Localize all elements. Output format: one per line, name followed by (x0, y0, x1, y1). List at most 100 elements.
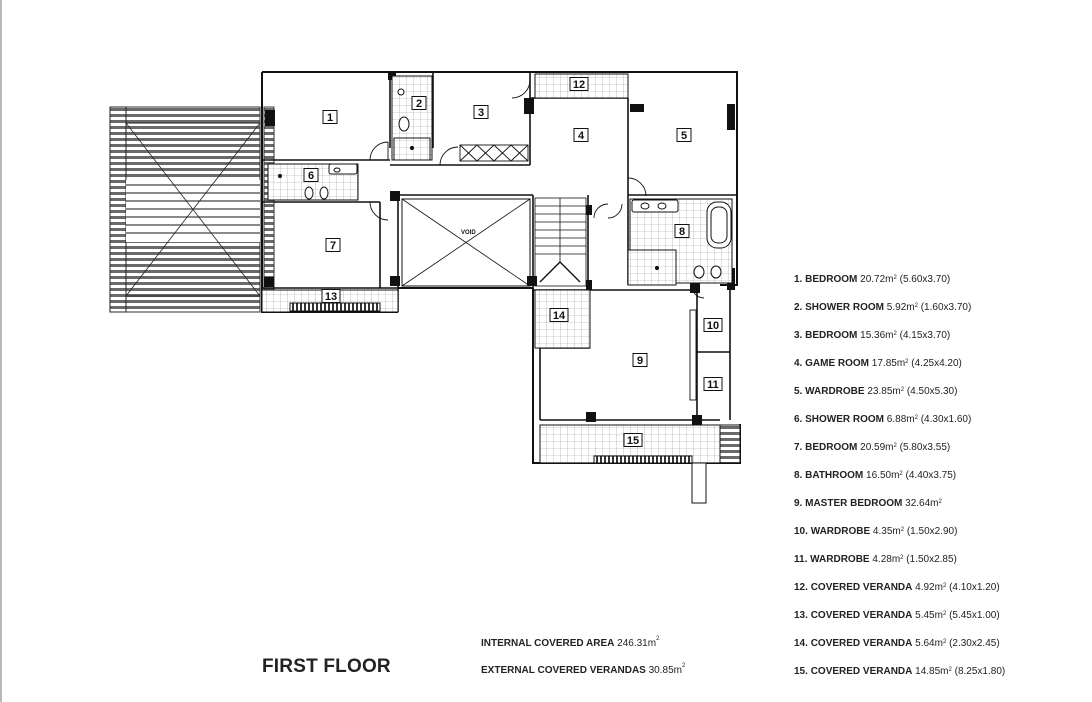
legend-dimensions: (8.25x1.80) (954, 666, 1006, 677)
room-label-box (623, 433, 643, 447)
legend-room-name: COVERED VERANDA (810, 638, 913, 649)
legend-area-unit: 2 (900, 555, 904, 561)
room-number-4: 4 (578, 130, 585, 142)
legend-dimensions: (5.60x3.70) (899, 274, 951, 285)
legend-item: 8. BATHROOM 16.50m2 (4.40x3.75) (794, 469, 1005, 497)
room-number-9: 9 (637, 355, 643, 367)
legend-area-unit: 2 (900, 527, 905, 533)
legend-number: 8. (794, 470, 803, 481)
legend-area-unit: 2 (942, 583, 947, 589)
external-area: EXTERNAL COVERED VERANDAS 30.85m2 (481, 663, 686, 676)
legend-area-unit: 2 (899, 471, 903, 477)
room-number-14: 14 (553, 310, 566, 322)
room-number-1: 1 (327, 112, 333, 124)
void-area: VOID (401, 198, 531, 287)
room-label-box (674, 224, 690, 238)
legend-dimensions: (4.30x1.60) (920, 414, 972, 425)
legend-number: 14. (794, 638, 808, 649)
legend-dimensions: (4.50x5.30) (906, 386, 958, 397)
room-label-box (321, 289, 341, 303)
legend-area-unit: 2 (938, 499, 942, 505)
legend-area-unit: 2 (914, 415, 918, 421)
legend-item: 6. SHOWER ROOM 6.88m2 (4.30x1.60) (794, 413, 1005, 441)
legend-dimensions: (4.10x1.20) (949, 582, 1000, 593)
room-label-box (325, 238, 341, 252)
legend-area: 5.45m (915, 610, 943, 621)
legend-room-name: MASTER BEDROOM (805, 498, 903, 509)
external-area-unit: 2 (681, 663, 686, 669)
room-number-5: 5 (681, 130, 687, 142)
legend-number: 13. (794, 610, 808, 621)
legend-room-name: COVERED VERANDA (810, 610, 913, 621)
legend-area: 4.92m (915, 582, 943, 593)
legend-number: 9. (794, 498, 803, 509)
internal-area-unit: 2 (656, 636, 660, 642)
legend-dimensions: (4.25x4.20) (911, 358, 962, 369)
room-number-7: 7 (330, 240, 336, 252)
legend-number: 10. (794, 526, 808, 537)
legend-area: 4.28m (872, 554, 901, 565)
room-label-box (303, 168, 319, 182)
legend-area: 16.50m (866, 470, 900, 481)
legend-item: 3. BEDROOM 15.36m2 (4.15x3.70) (794, 329, 1005, 357)
legend-dimensions: (5.45x1.00) (949, 610, 1000, 621)
room-number-11: 11 (707, 379, 719, 391)
door-swings (369, 79, 705, 299)
room-label-box (473, 105, 489, 119)
legend-item: 13. COVERED VERANDA 5.45m2 (5.45x1.00) (794, 609, 1005, 637)
legend-room-name: WARDROBE (810, 526, 871, 537)
legend-item: 4. GAME ROOM 17.85m2 (4.25x4.20) (794, 357, 1005, 385)
legend-dimensions: (4.15x3.70) (899, 330, 951, 341)
sanitary-fixtures (277, 88, 732, 279)
room-label-box (569, 77, 589, 91)
legend-area: 23.85m (867, 386, 901, 397)
legend-item: 1. BEDROOM 20.72m2 (5.60x3.70) (794, 273, 1005, 301)
tiled-floors (267, 75, 733, 286)
legend-area: 15.36m (860, 330, 894, 341)
room-number-2: 2 (416, 98, 422, 110)
legend-area: 20.59m (860, 442, 894, 453)
legend-room-name: WARDROBE (805, 386, 865, 397)
room-number-6: 6 (308, 170, 314, 182)
legend-item: 2. SHOWER ROOM 5.92m2 (1.60x3.70) (794, 301, 1005, 329)
legend-item: 12. COVERED VERANDA 4.92m2 (4.10x1.20) (794, 581, 1005, 609)
verandas (261, 73, 741, 504)
legend-item: 5. WARDROBE 23.85m2 (4.50x5.30) (794, 385, 1005, 413)
external-area-label: EXTERNAL COVERED VERANDAS (481, 665, 646, 676)
legend-room-name: COVERED VERANDA (810, 666, 913, 677)
room-label-box (573, 128, 589, 142)
legend-number: 7. (794, 442, 803, 453)
legend-number: 1. (794, 274, 803, 285)
legend-area-unit: 2 (905, 359, 909, 365)
legend-room-name: WARDROBE (810, 554, 870, 565)
room-number-13: 13 (325, 291, 337, 303)
room-number-15: 15 (627, 435, 639, 447)
legend-area: 20.72m (860, 274, 894, 285)
internal-area-label: INTERNAL COVERED AREA (481, 638, 615, 649)
staircase (534, 197, 587, 287)
legend-room-name: SHOWER ROOM (805, 302, 885, 313)
legend-room-name: COVERED VERANDA (810, 582, 913, 593)
legend-item: 10. WARDROBE 4.35m2 (1.50x2.90) (794, 525, 1005, 553)
legend-item: 14. COVERED VERANDA 5.64m2 (2.30x2.45) (794, 637, 1005, 665)
legend-area: 5.92m (886, 302, 915, 313)
legend-room-name: SHOWER ROOM (805, 414, 885, 425)
room-number-12: 12 (573, 79, 585, 91)
legend-area: 17.85m (871, 358, 906, 369)
legend-room-name: BEDROOM (805, 330, 858, 341)
legend-area-unit: 2 (948, 667, 952, 673)
room-number-3: 3 (478, 107, 484, 119)
external-area-value: 30.85m (648, 665, 682, 676)
legend-area: 4.35m (872, 526, 901, 537)
legend-item: 15. COVERED VERANDA 14.85m2 (8.25x1.80) (794, 665, 1005, 693)
legend-number: 5. (794, 386, 803, 397)
room-label-box (676, 128, 692, 142)
internal-area-value: 246.31m (617, 638, 657, 649)
room-label-box (703, 318, 723, 332)
legend-room-name: BATHROOM (805, 470, 864, 481)
interior-walls (262, 72, 737, 421)
legend-item: 7. BEDROOM 20.59m2 (5.80x3.55) (794, 441, 1005, 469)
legend-area: 6.88m (886, 414, 915, 425)
